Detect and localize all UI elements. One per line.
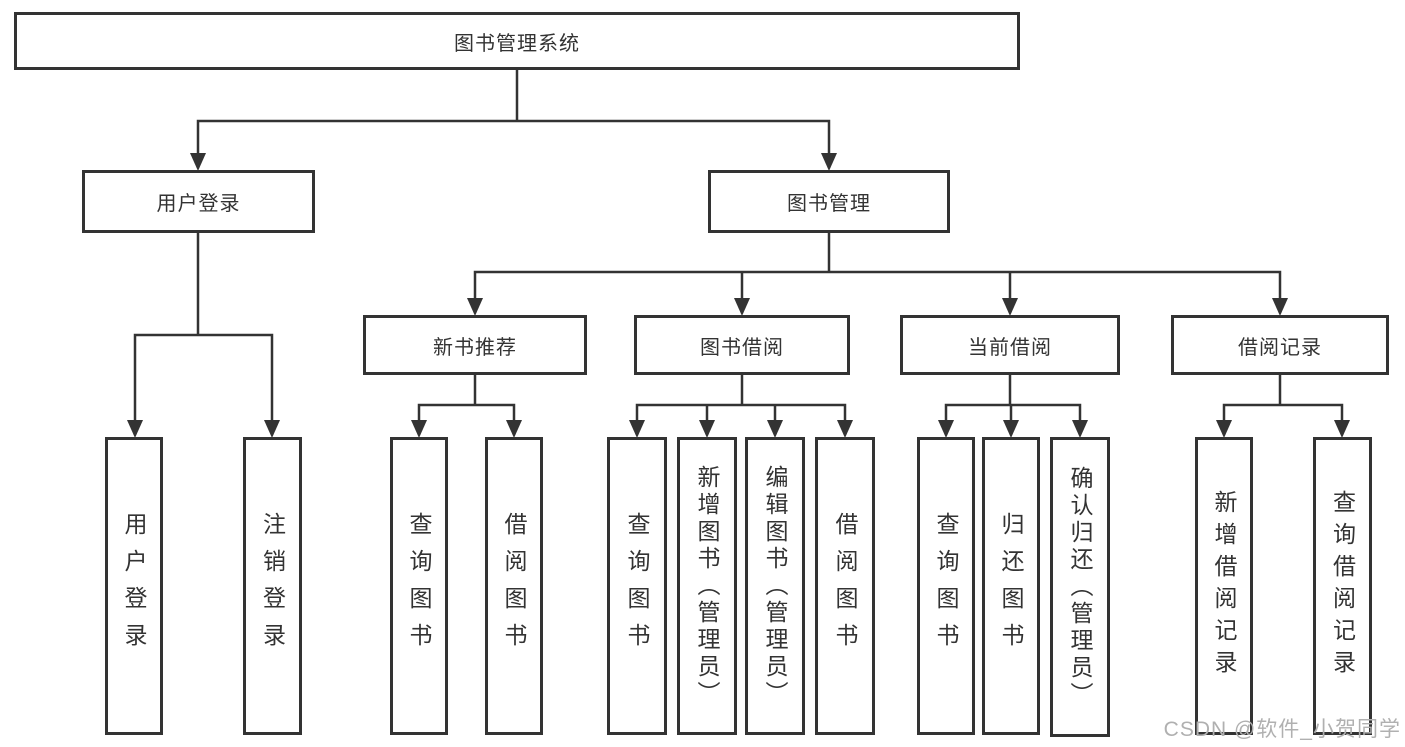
leaf-query-book-recommend: 查询图书 [390, 437, 448, 735]
leaf-label: 注销登录 [259, 512, 286, 660]
leaf-label: 借阅图书 [832, 512, 858, 660]
leaf-edit-book-admin: 编辑图书（管理员） [745, 437, 805, 735]
leaf-label: 用户登录 [121, 512, 147, 660]
leaf-add-borrow-record: 新增借阅记录 [1195, 437, 1253, 735]
leaf-label: 查询借阅记录 [1329, 490, 1356, 682]
leaf-label: 查询图书 [933, 512, 959, 660]
leaf-label: 新增图书（管理员） [694, 464, 720, 708]
node-borrow-record: 借阅记录 [1171, 315, 1389, 375]
leaf-label: 借阅图书 [501, 512, 527, 660]
leaf-borrow-book-recommend: 借阅图书 [485, 437, 543, 735]
leaf-label: 编辑图书（管理员） [762, 464, 788, 708]
node-new-book-recommend: 新书推荐 [363, 315, 587, 375]
connector-paths [133, 70, 1344, 435]
leaf-logout: 注销登录 [243, 437, 302, 735]
node-current-borrow: 当前借阅 [900, 315, 1120, 375]
leaf-borrow-book: 借阅图书 [815, 437, 875, 735]
leaf-return-book: 归还图书 [982, 437, 1040, 735]
leaf-query-book-borrow: 查询图书 [607, 437, 667, 735]
node-user-login: 用户登录 [82, 170, 315, 233]
leaf-label: 查询图书 [624, 512, 650, 660]
leaf-query-book-current: 查询图书 [917, 437, 975, 735]
leaf-query-borrow-record: 查询借阅记录 [1313, 437, 1372, 735]
leaf-add-book-admin: 新增图书（管理员） [677, 437, 737, 735]
leaf-label: 归还图书 [998, 512, 1024, 660]
node-book-borrow: 图书借阅 [634, 315, 850, 375]
leaf-confirm-return-admin: 确认归还（管理员） [1050, 437, 1110, 737]
leaf-label: 查询图书 [406, 512, 432, 660]
leaf-label: 确认归还（管理员） [1067, 465, 1093, 709]
leaf-user-login: 用户登录 [105, 437, 163, 735]
leaf-label: 新增借阅记录 [1211, 490, 1237, 682]
node-book-management: 图书管理 [708, 170, 950, 233]
node-root: 图书管理系统 [14, 12, 1020, 70]
arrowheads [127, 153, 1350, 438]
